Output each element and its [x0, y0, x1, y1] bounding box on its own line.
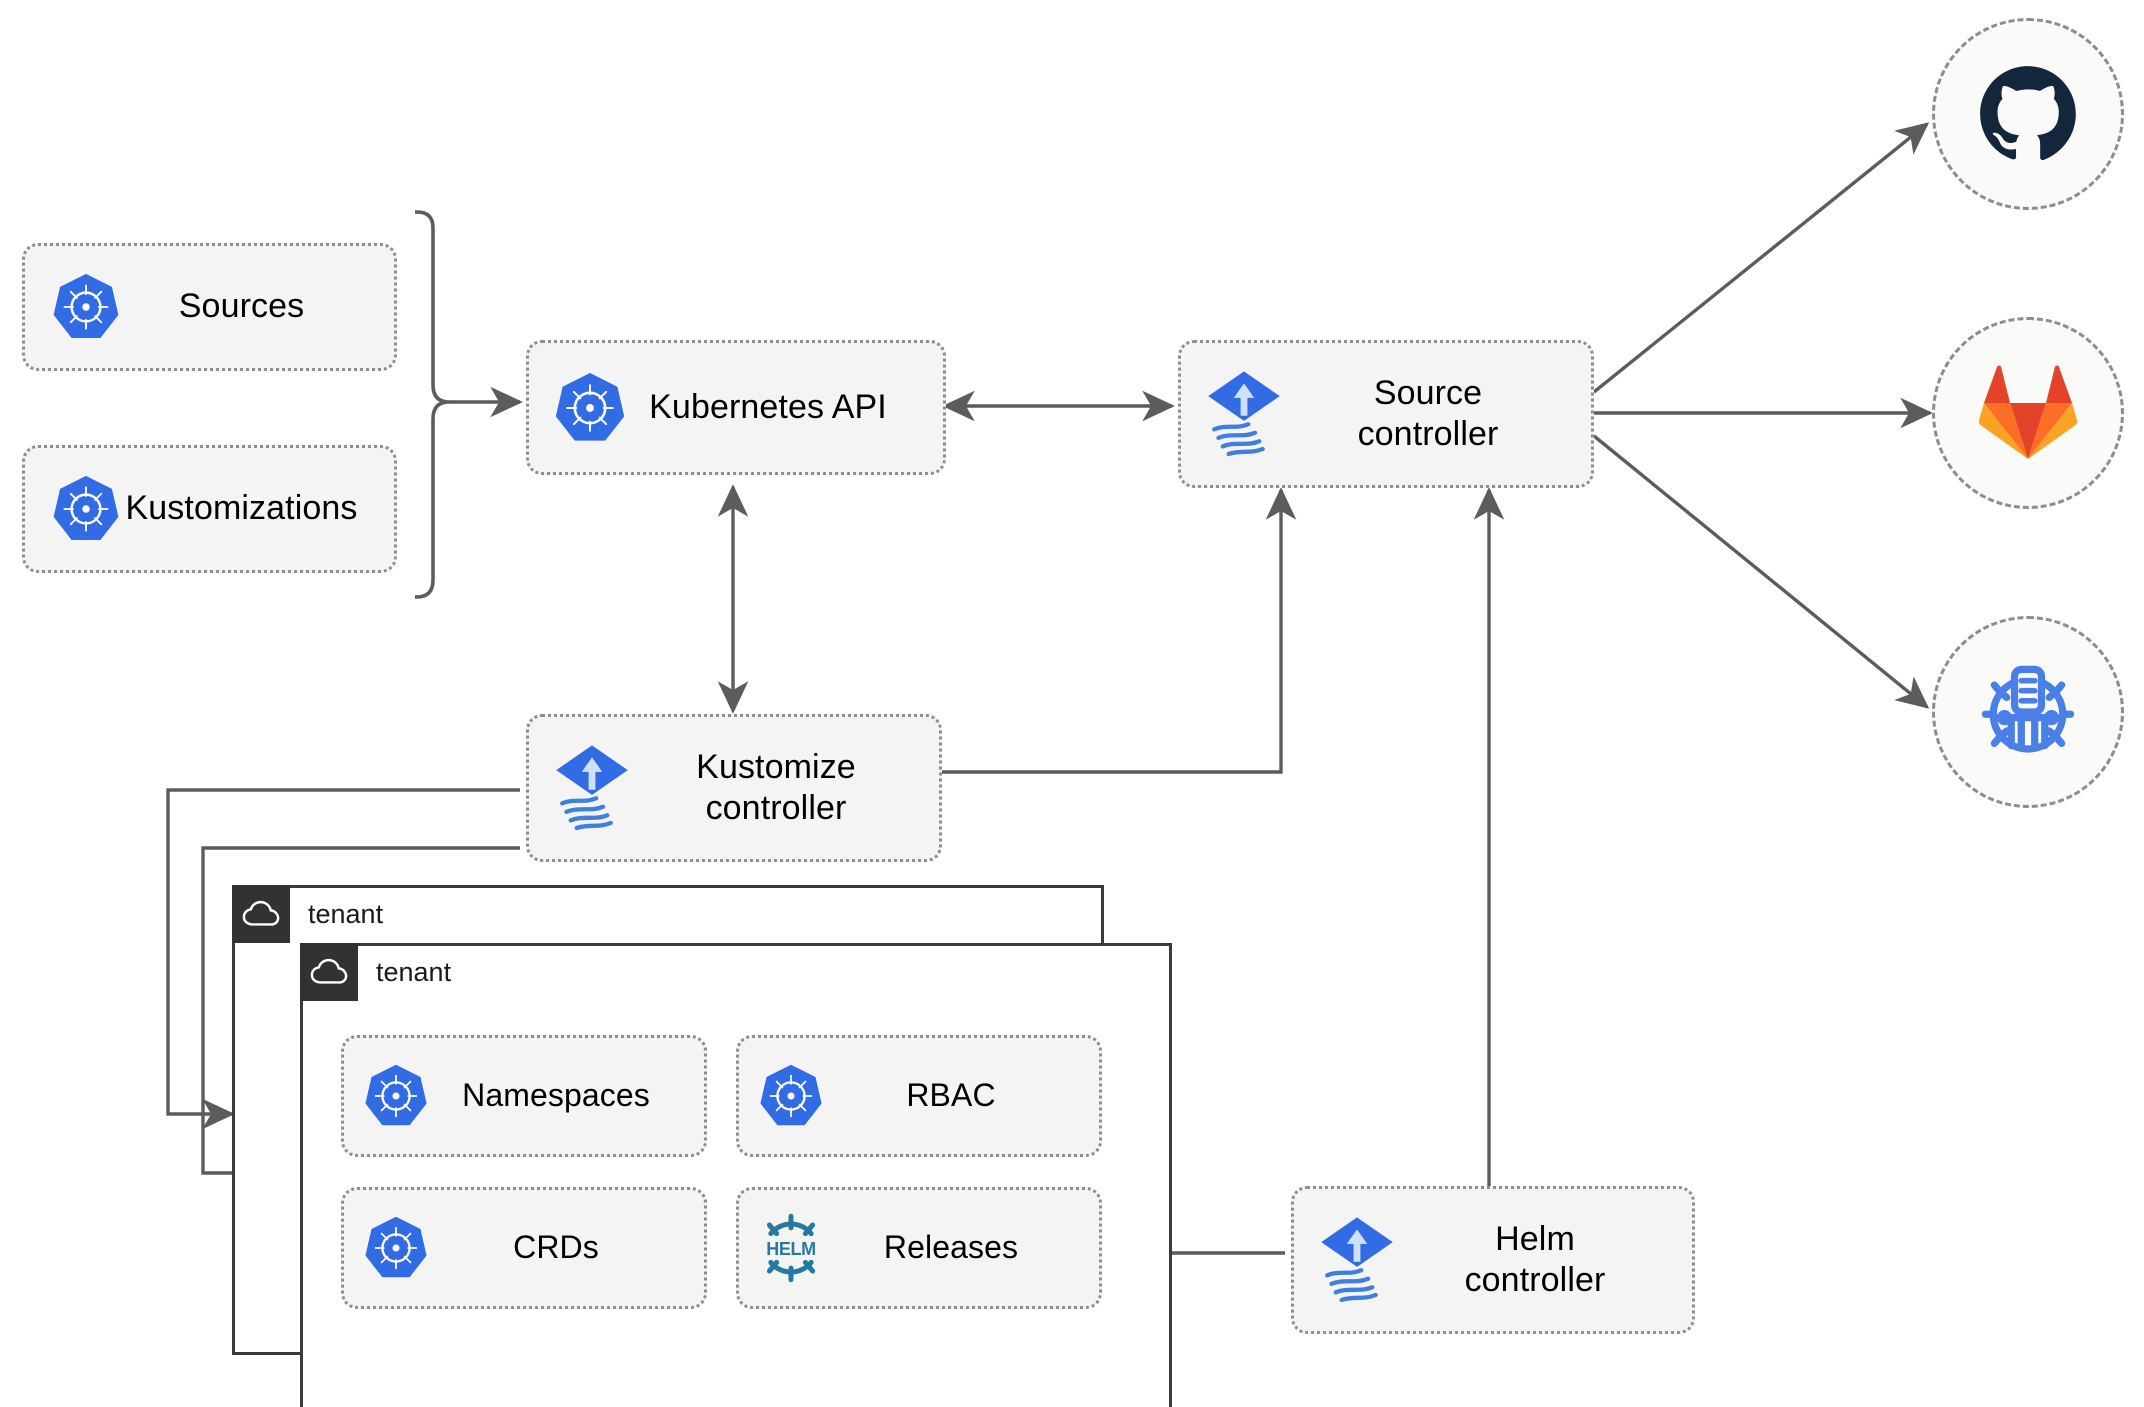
controller-label: Kubernetes API — [649, 387, 887, 426]
helm-icon: HELM — [755, 1212, 827, 1284]
resource-node-sources[interactable]: Sources — [22, 243, 397, 371]
tenant-resource-crds[interactable]: CRDs — [341, 1187, 707, 1309]
edge-kustomize-source — [942, 487, 1297, 774]
cloud-icon — [300, 943, 358, 1001]
edge-source-helmrepo — [1592, 434, 1930, 709]
resources-bracket — [415, 210, 450, 599]
tenant-front-header: tenant — [300, 943, 451, 1001]
cloud-icon — [232, 885, 290, 943]
github-icon — [1980, 66, 2076, 161]
kubernetes-icon — [47, 268, 125, 346]
controller-node-kustomize[interactable]: Kustomize controller — [526, 714, 942, 862]
repository-gitlab[interactable] — [1932, 317, 2124, 509]
controller-node-helm[interactable]: Helm controller — [1291, 1186, 1695, 1334]
flux-icon — [549, 743, 635, 833]
kubernetes-icon — [755, 1060, 827, 1132]
resource-label: Kustomizations — [125, 489, 358, 528]
resource-node-kustomizations[interactable]: Kustomizations — [22, 445, 397, 573]
tenant-front-label: tenant — [376, 956, 452, 987]
resource-label: Sources — [178, 287, 305, 326]
tenant-resource-label: Releases — [883, 1229, 1019, 1266]
tenant-resource-rbac[interactable]: RBAC — [736, 1035, 1102, 1157]
tenant-back-label: tenant — [308, 898, 384, 929]
flux-icon — [1314, 1215, 1400, 1305]
kubernetes-icon — [551, 369, 629, 447]
kubernetes-icon — [360, 1060, 432, 1132]
tenant-resource-label: RBAC — [906, 1077, 996, 1114]
controller-label: Source controller — [1357, 373, 1499, 453]
tenant-resource-label: Namespaces — [462, 1077, 650, 1114]
gitlab-icon — [1978, 365, 2078, 459]
flux-icon — [1201, 369, 1287, 459]
edge-source-github — [1592, 122, 1930, 394]
controller-node-source[interactable]: Source controller — [1178, 340, 1594, 488]
controller-label: Helm controller — [1464, 1219, 1606, 1299]
svg-text:HELM: HELM — [766, 1239, 816, 1259]
repository-github[interactable] — [1932, 18, 2124, 210]
controller-label: Kustomize controller — [696, 747, 856, 827]
controller-node-kubernetes-api[interactable]: Kubernetes API — [526, 340, 946, 475]
helm-repo-icon — [1981, 665, 2075, 753]
kubernetes-icon — [360, 1212, 432, 1284]
repository-helm-repo[interactable] — [1932, 616, 2124, 808]
tenant-resource-namespaces[interactable]: Namespaces — [341, 1035, 707, 1157]
tenant-resource-label: CRDs — [513, 1229, 599, 1266]
tenant-box-front[interactable]: tenant — [300, 943, 1172, 1407]
kubernetes-icon — [47, 470, 125, 548]
tenant-back-header: tenant — [232, 885, 383, 943]
tenant-resource-releases[interactable]: HELM Releases — [736, 1187, 1102, 1309]
